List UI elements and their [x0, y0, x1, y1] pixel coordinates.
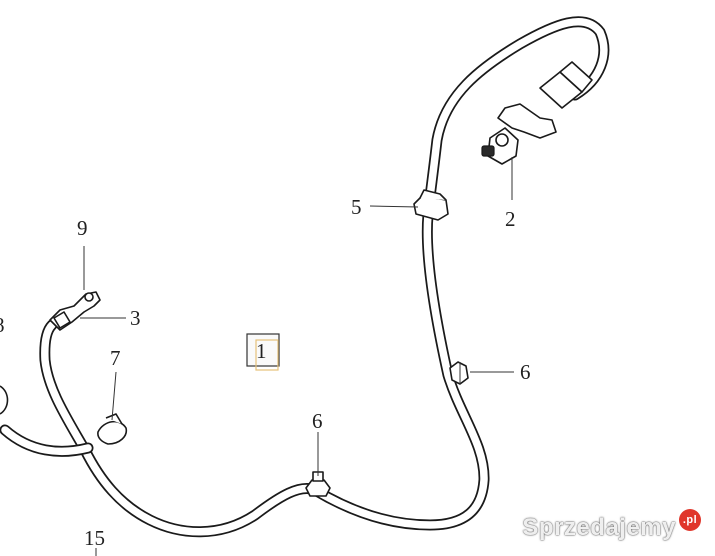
- fastener-6-bottom: [305, 471, 331, 497]
- callout-5: 5: [351, 195, 362, 219]
- watermark-logo: Sprzedajemy .pl: [522, 509, 701, 542]
- callout-labels: 2 5 6 6 9 3 7 8 15: [0, 195, 531, 550]
- callout-8-cut: 8: [0, 313, 5, 337]
- callout-1-box: 1: [246, 333, 280, 371]
- watermark-badge-icon: .pl: [679, 509, 701, 531]
- fastener-6-right: [449, 361, 469, 385]
- callout-6-right: 6: [520, 360, 531, 384]
- callout-3: 3: [130, 306, 141, 330]
- callout-7: 7: [110, 346, 121, 370]
- ring-terminal-9: [49, 291, 101, 331]
- callout-1: 1: [256, 339, 267, 363]
- callout-2: 2: [505, 207, 516, 231]
- battery-cable: [0, 16, 610, 538]
- watermark-brand: Sprzedajemy: [522, 514, 676, 541]
- leader-lines: [80, 157, 514, 556]
- callout-15: 15: [84, 526, 105, 550]
- cable-clamp-7: [97, 413, 128, 445]
- cable-clip-5: [413, 189, 449, 221]
- callout-9: 9: [77, 216, 88, 240]
- battery-terminal-connector: [481, 61, 593, 165]
- cut-off-part-left: [0, 385, 9, 415]
- callout-6-bottom: 6: [312, 409, 323, 433]
